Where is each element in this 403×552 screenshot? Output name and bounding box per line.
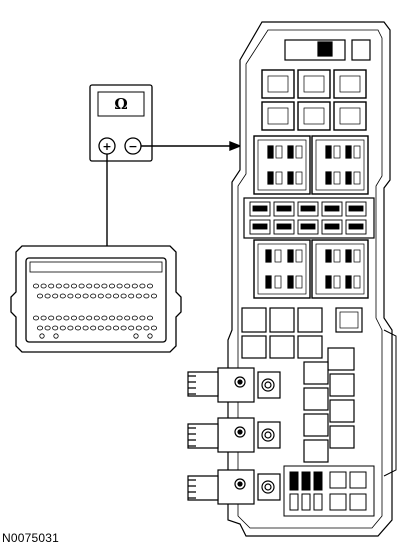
connector-pin (105, 325, 112, 331)
module-connector (10, 245, 182, 353)
connector-pin (120, 293, 127, 299)
connector-pin (101, 283, 108, 289)
connector-pin (97, 293, 104, 299)
upper-relays (253, 135, 369, 195)
connector-pin (120, 325, 127, 331)
connector-pin (52, 293, 59, 299)
connector-pin (131, 315, 138, 321)
connector-pin (63, 315, 70, 321)
connector-pin (55, 283, 62, 289)
connector-pin (40, 315, 47, 321)
connector-pin (139, 283, 146, 289)
connector-pin (33, 315, 40, 321)
connector-pin (124, 315, 131, 321)
connector-pin (93, 283, 100, 289)
connector-pin (139, 315, 146, 321)
connector-pin (131, 283, 138, 289)
connector-pin (59, 293, 66, 299)
bottom-fuses (283, 465, 375, 517)
connector-pin (33, 283, 40, 289)
mini-fuse-strip (243, 197, 375, 239)
connector-pin (113, 325, 120, 331)
fuse-box (187, 21, 397, 537)
connector-pin (101, 315, 108, 321)
connector-pin (67, 325, 74, 331)
connector-pin (135, 293, 142, 299)
connector-pin (109, 315, 116, 321)
connector-pin (78, 283, 85, 289)
connector-pin (37, 325, 44, 331)
mini-fuse-blade (276, 205, 292, 212)
connector-face (25, 257, 167, 343)
connector-pin (55, 315, 62, 321)
connector-pin (37, 293, 44, 299)
negative-lead-arrowhead (229, 140, 242, 152)
connector-pin (113, 293, 120, 299)
mini-fuse-blade (300, 223, 316, 230)
positive-terminal-symbol: + (102, 140, 111, 153)
connector-pin (150, 293, 157, 299)
connector-pins (33, 283, 157, 331)
connector-pin (146, 315, 153, 321)
mini-fuse-blade (348, 223, 364, 230)
middle-relays (253, 239, 369, 299)
connector-pin (71, 283, 78, 289)
mini-fuse-blade (300, 205, 316, 212)
connector-pin (128, 325, 135, 331)
connector-pin (143, 293, 150, 299)
mini-fuse-blade (348, 205, 364, 212)
connector-pin (59, 325, 66, 331)
connector-pin (124, 283, 131, 289)
connector-pin (75, 325, 82, 331)
connector-pin (86, 283, 93, 289)
small-relays (241, 307, 363, 463)
multimeter: Ω + − (89, 84, 153, 162)
mini-fuse-blade (252, 205, 268, 212)
connector-pin (146, 283, 153, 289)
connector-pin (116, 315, 123, 321)
connector-pin (97, 325, 104, 331)
connector-pin (90, 293, 97, 299)
connector-pin (63, 283, 70, 289)
connector-pin (135, 325, 142, 331)
connector-pin (44, 293, 51, 299)
connector-pin (44, 325, 51, 331)
mini-fuse-blade (252, 223, 268, 230)
connector-pin (48, 283, 55, 289)
connector-pin (143, 325, 150, 331)
connector-pin (86, 315, 93, 321)
connector-pin (40, 283, 47, 289)
connector-pin (82, 293, 89, 299)
connector-pin (116, 283, 123, 289)
connector-pin (78, 315, 85, 321)
mini-fuse-blade (276, 223, 292, 230)
figure-id: N0075031 (2, 531, 59, 545)
connector-pin (93, 315, 100, 321)
bolt-terminals (217, 367, 281, 505)
connector-pin (75, 293, 82, 299)
multimeter-display (97, 91, 145, 117)
connector-pin (150, 325, 157, 331)
connector-pin (128, 293, 135, 299)
connector-pin (82, 325, 89, 331)
mini-fuse-blade (324, 205, 340, 212)
ohm-symbol: Ω (114, 95, 127, 113)
connector-pin (90, 325, 97, 331)
connector-pin (109, 283, 116, 289)
connector-pin (71, 315, 78, 321)
mini-fuse-blade (324, 223, 340, 230)
connector-pin (105, 293, 112, 299)
connector-pin (67, 293, 74, 299)
connector-pin (48, 315, 55, 321)
connector-pin (52, 325, 59, 331)
negative-terminal-symbol: − (128, 140, 137, 153)
top-relays (261, 69, 367, 131)
cable-studs (187, 371, 219, 501)
